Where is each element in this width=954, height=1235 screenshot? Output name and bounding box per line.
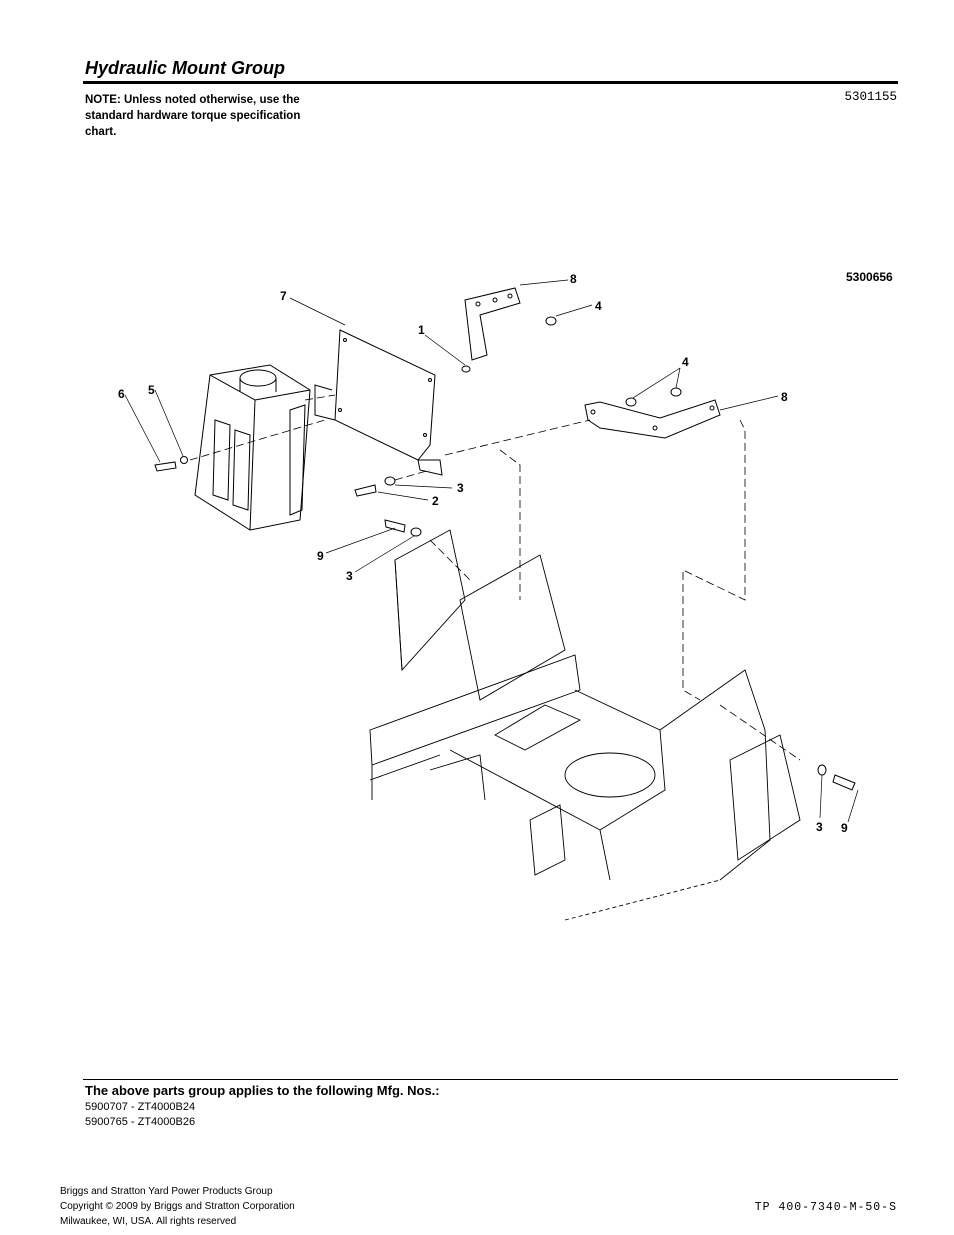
- hydraulic-reservoir: [194, 364, 311, 531]
- callout-label: 7: [280, 289, 287, 303]
- footer-line: Copyright © 2009 by Briggs and Stratton …: [60, 1201, 295, 1212]
- callout-label: 1: [418, 323, 425, 337]
- callout-label: 2: [432, 494, 439, 508]
- callout-label: 9: [317, 549, 324, 563]
- chassis-frame: [369, 529, 801, 921]
- callout-label: 3: [457, 481, 464, 495]
- callout-label: 4: [595, 299, 602, 313]
- callout-label: 4: [682, 355, 689, 369]
- footer-line: Milwaukee, WI, USA. All rights reserved: [60, 1216, 237, 1227]
- footer-line: Briggs and Stratton Yard Power Products …: [60, 1186, 273, 1197]
- callout-label: 9: [841, 821, 848, 835]
- mfg-item: 5900765 - ZT4000B26: [85, 1116, 196, 1128]
- bracket-upper: [464, 287, 521, 361]
- callout-label: 8: [570, 272, 577, 286]
- assembly-lines: [189, 394, 801, 761]
- mount-plate: [314, 329, 443, 476]
- mfg-item: 5900707 - ZT4000B24: [85, 1101, 196, 1113]
- header-rule: [83, 81, 898, 84]
- leader-lines: [124, 279, 859, 823]
- section-rule: [83, 1079, 898, 1080]
- torque-note: NOTE: Unless noted otherwise, use the st…: [85, 94, 301, 138]
- callout-labels: 1 2 3 3 3 4 4 5 6 7 8 8 9 9: [118, 272, 848, 835]
- callout-label: 6: [118, 387, 125, 401]
- applies-heading: The above parts group applies to the fol…: [85, 1083, 440, 1098]
- callout-label: 3: [816, 820, 823, 834]
- callout-label: 3: [346, 569, 353, 583]
- document-number: 5301155: [844, 90, 897, 104]
- hardware: [154, 316, 856, 791]
- bracket-lower: [584, 399, 721, 439]
- tp-number: TP 400-7340-M-50-S: [754, 1201, 897, 1214]
- copyright-footer: Briggs and Stratton Yard Power Products …: [60, 1184, 295, 1229]
- page-title: Hydraulic Mount Group: [85, 58, 285, 78]
- callout-label: 5: [148, 383, 155, 397]
- figure-id: 5300656: [846, 270, 893, 284]
- callout-label: 8: [781, 390, 788, 404]
